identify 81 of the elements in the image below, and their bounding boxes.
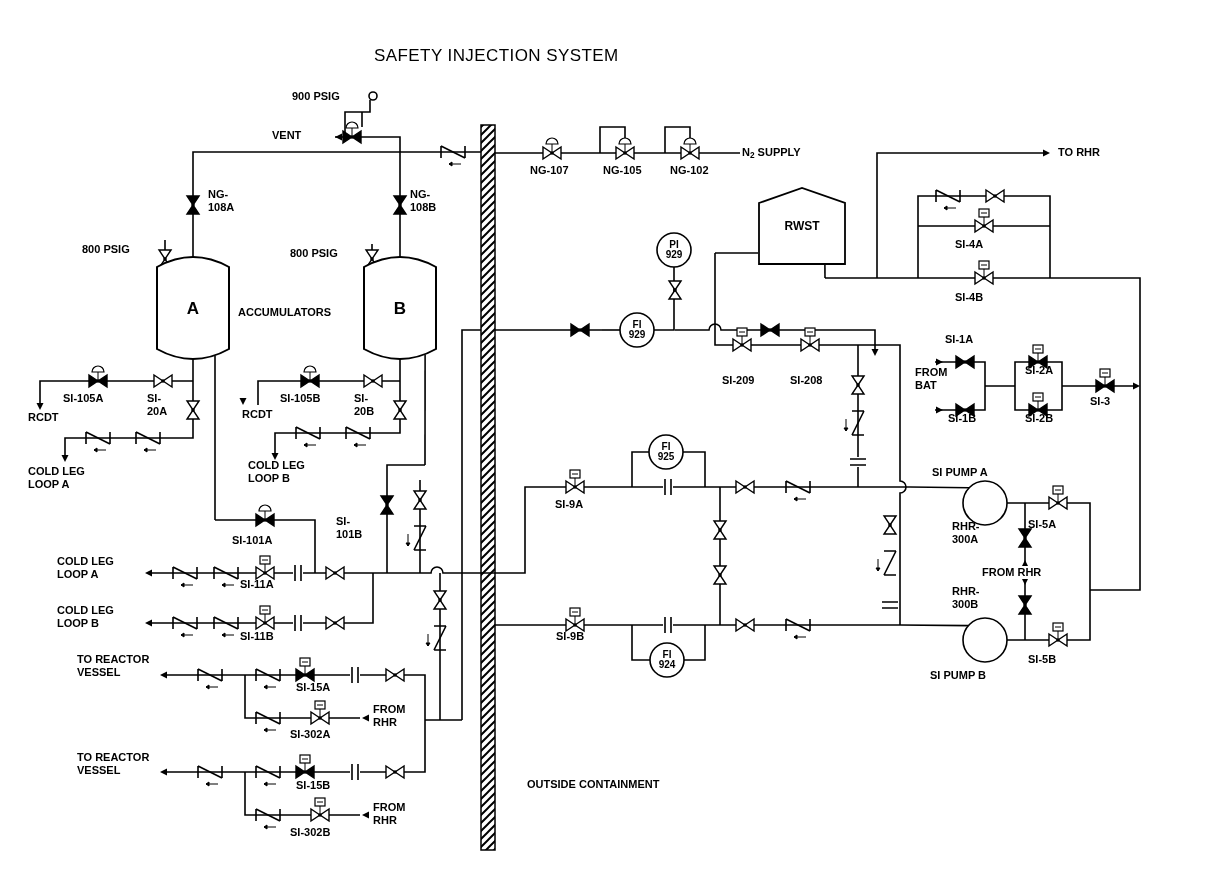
instrument-circle xyxy=(649,642,685,678)
pipe-label: 900 PSIG xyxy=(292,90,340,104)
pipe-label: SI-302B xyxy=(290,826,331,840)
accumulator-tank xyxy=(155,253,231,363)
instrument-circle xyxy=(656,232,692,268)
pipe-label: RCDT xyxy=(242,408,273,422)
pipe-line xyxy=(192,151,401,258)
pipe-label: RHR- 300B xyxy=(952,585,981,612)
pipe-label: TO REACTOR VESSEL xyxy=(77,653,151,680)
pipe-label: SI-4B xyxy=(955,291,984,305)
pipe-label: SI-5A xyxy=(1028,518,1057,532)
node-label: RWST xyxy=(784,220,820,232)
pipe-label: SI-2A xyxy=(1025,364,1054,378)
pipe-label: SI- 101B xyxy=(336,515,364,542)
pipe-label: SI-1A xyxy=(945,333,974,347)
pipe-label: NG-107 xyxy=(530,164,569,178)
node-label: FI 925 xyxy=(656,442,676,462)
node-label: PI 929 xyxy=(664,240,684,260)
pipe-label: SI-9B xyxy=(556,630,585,644)
pipe-label: TO REACTOR VESSEL xyxy=(77,751,151,778)
pipe-label: OUTSIDE CONTAINMENT xyxy=(527,778,660,792)
instrument-circle xyxy=(648,434,684,470)
pipe-label: COLD LEG LOOP B xyxy=(57,604,115,631)
pipe-line xyxy=(824,264,826,279)
pipe-label: SI-15A xyxy=(296,681,331,695)
pipe-line xyxy=(631,624,651,661)
pump-circle xyxy=(962,617,1008,663)
pipe-label: FROM RHR xyxy=(373,801,407,828)
storage-tank xyxy=(758,187,846,265)
pipe-label: SI-105A xyxy=(63,392,104,406)
pipe-label: 800 PSIG xyxy=(82,243,130,257)
pipe-label: N$_{2}$ SUPPLY xyxy=(742,146,801,160)
node-label: FI 924 xyxy=(657,650,677,670)
pipe-label: RHR- 300A xyxy=(952,520,981,547)
pump-label: SI PUMP A xyxy=(932,467,988,478)
pipe-label: FROM RHR xyxy=(373,703,407,730)
pipe-label: VENT xyxy=(272,129,302,143)
instrument-circle xyxy=(619,312,655,348)
pipe-label: COLD LEG LOOP A xyxy=(57,555,115,582)
pump-label: SI PUMP B xyxy=(930,670,987,681)
pipe-line xyxy=(899,624,970,627)
pipe-label: SI- 20B xyxy=(354,392,376,419)
node-label: A xyxy=(186,299,200,317)
pipe-label: SI-101A xyxy=(232,534,273,548)
pipe-label: NG-105 xyxy=(603,164,642,178)
pipe-label: NG- 108A xyxy=(208,188,236,215)
pipe-label: ACCUMULATORS xyxy=(238,306,332,320)
pipe-label: SI-3 xyxy=(1090,395,1111,409)
pipe-line xyxy=(714,252,759,254)
pipe-label: NG-102 xyxy=(670,164,709,178)
pipe-label: FROM RHR xyxy=(980,566,1044,580)
pipe-label: SI-11B xyxy=(240,630,274,644)
accumulator-tank xyxy=(362,253,438,363)
pipe-line xyxy=(399,358,401,382)
diagram-title: SAFETY INJECTION SYSTEM xyxy=(374,47,619,66)
pipe-label: SI-209 xyxy=(722,374,755,388)
pipe-label: SI-302A xyxy=(290,728,331,742)
pipe-line xyxy=(424,353,426,466)
pipe-label: SI-15B xyxy=(296,779,331,793)
pipe-line xyxy=(909,486,970,489)
pipe-label: COLD LEG LOOP A xyxy=(28,465,86,492)
pipe-label: NG- 108B xyxy=(410,188,438,215)
pipe-label: SI-5B xyxy=(1028,653,1057,667)
pipe-label: FROM BAT xyxy=(915,366,949,393)
pipe-label: SI-105B xyxy=(280,392,321,406)
pipe-label: SI-11A xyxy=(240,578,274,592)
pipe-line xyxy=(192,358,194,382)
pipe-label: SI-208 xyxy=(790,374,823,388)
node-label: FI 929 xyxy=(627,320,647,340)
pipe-label: SI-4A xyxy=(955,238,984,252)
pipe-line xyxy=(601,329,621,331)
pipe-line xyxy=(214,354,216,521)
pipe-label: COLD LEG LOOP B xyxy=(248,459,306,486)
pipe-label: TO RHR xyxy=(1058,146,1100,160)
pipe-label: SI-2B xyxy=(1025,412,1054,426)
pipe-label: RCDT xyxy=(28,411,59,425)
pipe-label: 800 PSIG xyxy=(290,247,338,261)
pipe-label: SI-9A xyxy=(555,498,584,512)
pipe-label: SI- 20A xyxy=(147,392,169,419)
pipe-line xyxy=(631,451,650,488)
node-label: B xyxy=(393,299,407,317)
